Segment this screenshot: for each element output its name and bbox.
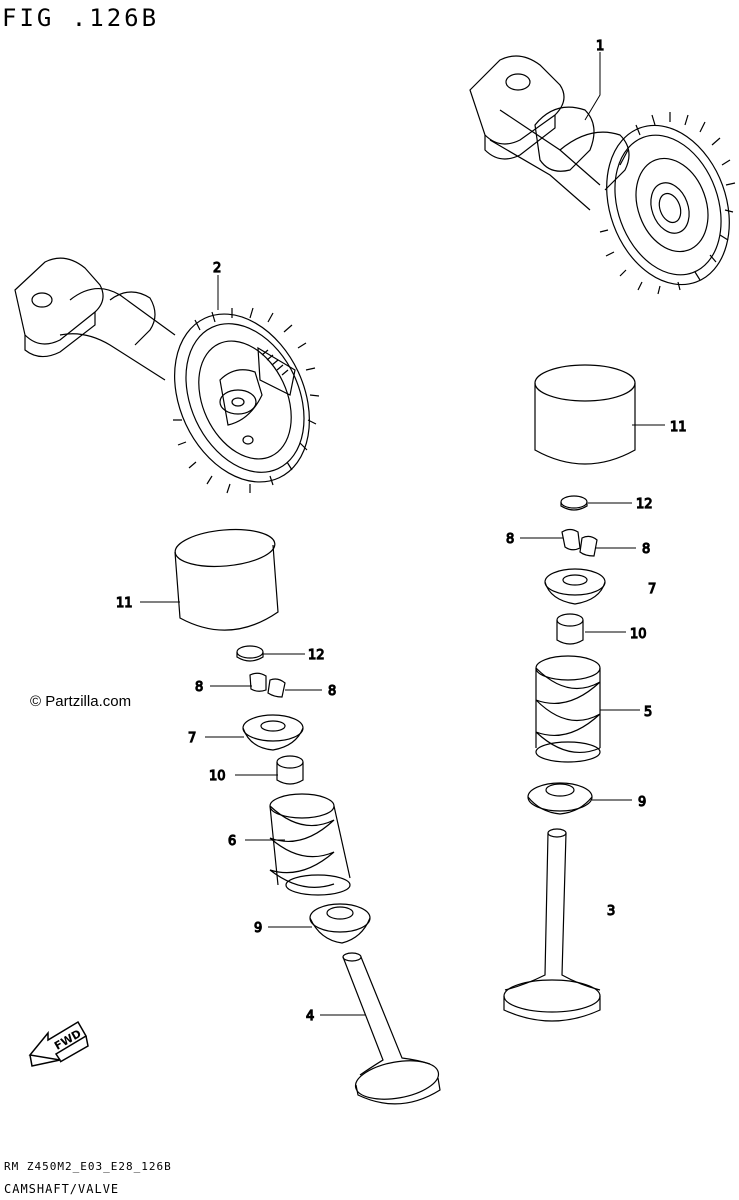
spring-seat-left[interactable] [309, 903, 371, 944]
callout-11-right: 11 [670, 420, 687, 435]
camshaft-part-1[interactable] [469, 55, 739, 302]
spring-seat-right[interactable] [527, 782, 593, 815]
callout-3: 3 [607, 904, 615, 919]
valve-exhaust-part-3[interactable] [503, 828, 601, 1022]
callout-10-right: 10 [630, 627, 647, 642]
shim-left[interactable] [236, 645, 264, 662]
cotters-left[interactable] [249, 672, 286, 698]
figure-code: RM Z450M2_E03_E28_126B [4, 1160, 172, 1173]
stem-seal-left[interactable] [276, 755, 304, 785]
figure-name: CAMSHAFT/VALVE [4, 1182, 120, 1196]
callout-7-right: 7 [648, 582, 656, 597]
callout-8-right-b: 8 [642, 542, 650, 557]
callout-11-left: 11 [116, 596, 133, 611]
callout-12-left: 12 [308, 648, 325, 663]
figure-title: FIG .126B [2, 4, 160, 32]
spring-retainer-left[interactable] [242, 714, 304, 751]
callout-9-right: 9 [638, 795, 646, 810]
stem-seal-right[interactable] [556, 613, 584, 645]
callout-7-left: 7 [188, 731, 196, 746]
spring-retainer-right[interactable] [544, 568, 606, 605]
partzilla-watermark: © Partzilla.com [30, 693, 132, 710]
valve-lifter-left[interactable] [174, 526, 279, 631]
callout-8-right-a: 8 [506, 532, 514, 547]
callout-8-left-b: 8 [328, 684, 336, 699]
valve-spring-right[interactable] [535, 655, 601, 763]
callout-1: 1 [596, 39, 604, 54]
fwd-arrow-icon: FWD [28, 1020, 89, 1067]
callout-12-right: 12 [636, 497, 653, 512]
callout-9-left: 9 [254, 921, 262, 936]
callout-5: 5 [644, 705, 652, 720]
leader-lines [140, 52, 665, 1016]
callout-8-left-a: 8 [195, 680, 203, 695]
camshaft-part-2[interactable] [14, 257, 335, 504]
valve-spring-left[interactable] [269, 793, 351, 896]
valve-lifter-right[interactable] [534, 364, 636, 465]
callout-10-left: 10 [209, 769, 226, 784]
valve-intake-part-4[interactable] [342, 952, 441, 1105]
callout-4: 4 [306, 1009, 314, 1024]
callout-2: 2 [213, 261, 221, 276]
cotters-right[interactable] [561, 528, 598, 557]
shim-right[interactable] [560, 495, 588, 511]
callout-6: 6 [228, 834, 236, 849]
